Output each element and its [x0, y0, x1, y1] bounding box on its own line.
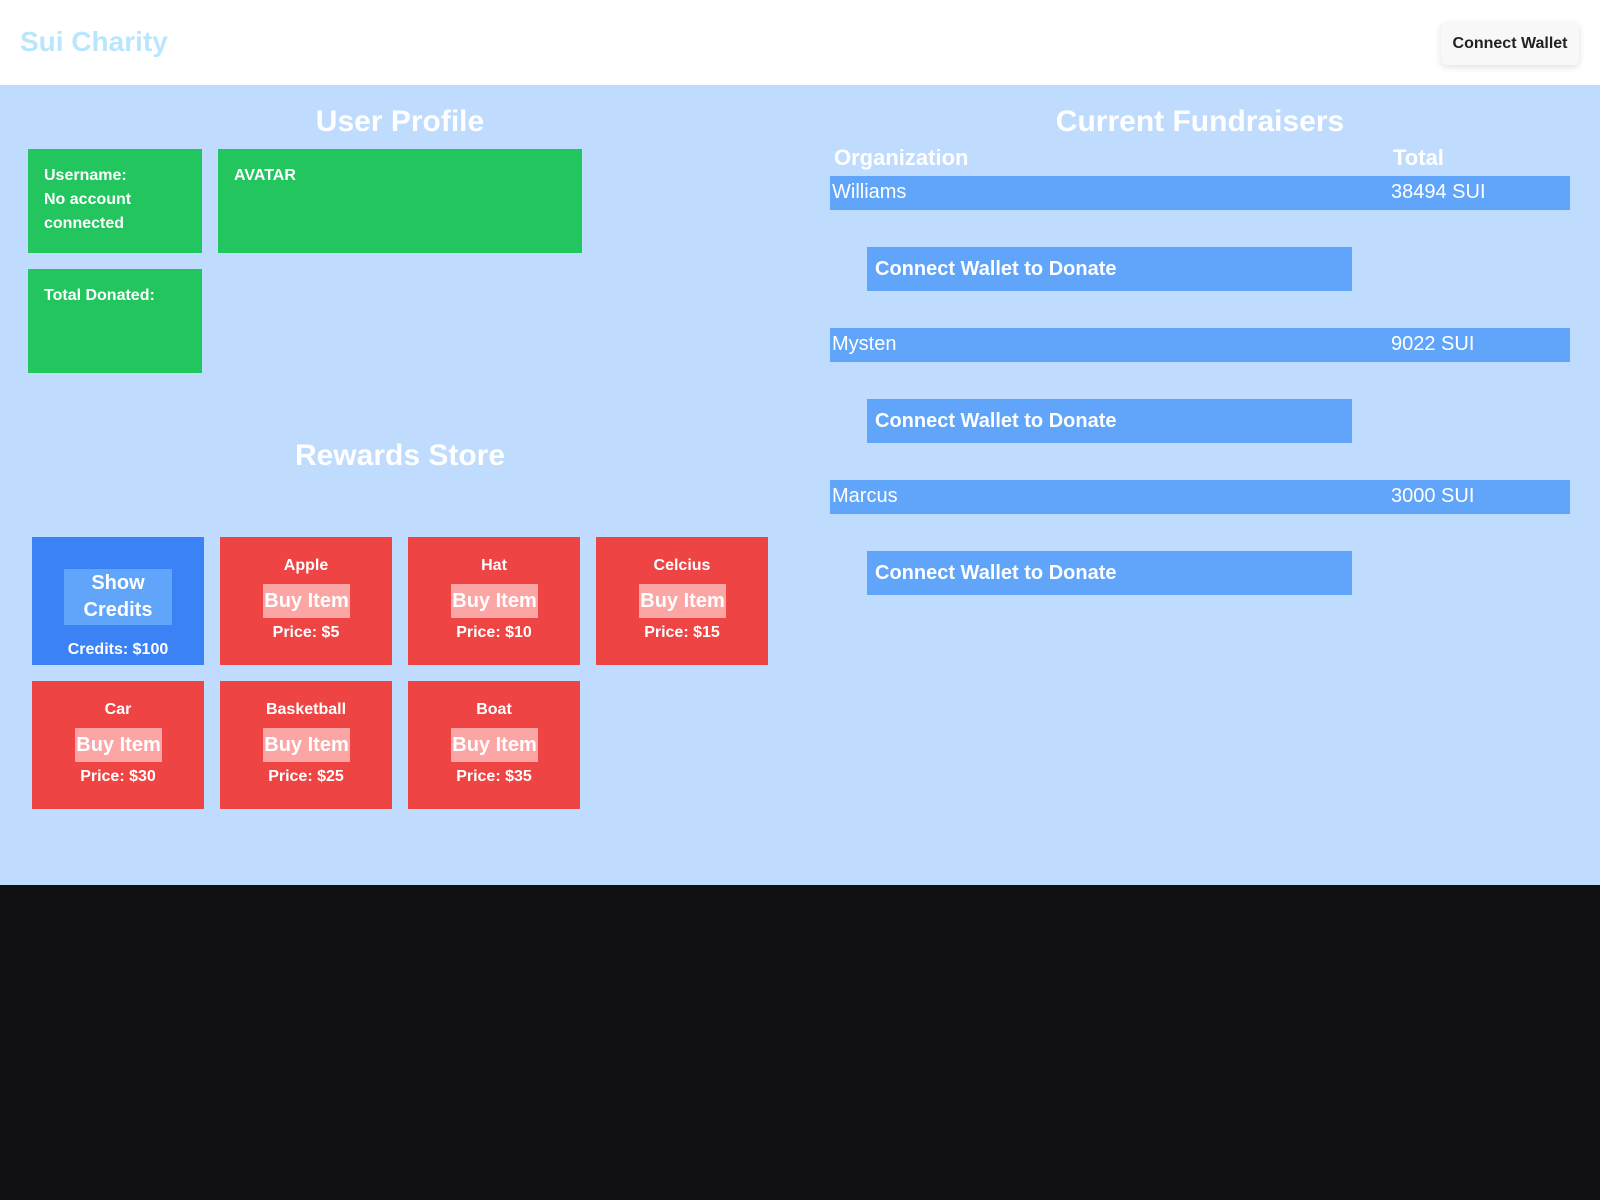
connect-wallet-button[interactable]: Connect Wallet — [1441, 22, 1579, 65]
buy-item-button[interactable]: Buy Item — [263, 584, 350, 618]
show-credits-button[interactable]: Show Credits — [64, 569, 172, 625]
avatar-card: AVATAR — [218, 149, 582, 253]
store-item-price: Price: $30 — [80, 768, 156, 785]
user-profile-title: User Profile — [315, 105, 485, 138]
store-item-price: Price: $5 — [272, 624, 340, 641]
store-item-price: Price: $10 — [456, 624, 532, 641]
fundraiser-total: 38494 SUI — [1391, 181, 1486, 203]
rewards-store-title: Rewards Store — [294, 439, 506, 472]
total-donated-card: Total Donated: — [28, 269, 202, 373]
fundraiser-row: Mysten 9022 SUI — [830, 328, 1570, 362]
buy-item-button[interactable]: Buy Item — [639, 584, 726, 618]
donate-button[interactable]: Connect Wallet to Donate — [867, 399, 1352, 443]
current-fundraisers-title: Current Fundraisers — [1055, 105, 1345, 138]
brand-logo-text[interactable]: Sui Charity — [20, 26, 168, 57]
buy-item-button[interactable]: Buy Item — [451, 584, 538, 618]
fundraiser-row: Marcus 3000 SUI — [830, 480, 1570, 514]
store-item-card: Hat Buy Item Price: $10 — [408, 537, 580, 665]
store-item-name: Basketball — [265, 701, 347, 718]
column-header-organization: Organization — [834, 145, 969, 170]
avatar-label: AVATAR — [234, 167, 296, 184]
store-item-price: Price: $35 — [456, 768, 532, 785]
store-item-card: Car Buy Item Price: $30 — [32, 681, 204, 809]
store-item-card: Celcius Buy Item Price: $15 — [596, 537, 768, 665]
store-item-price: Price: $25 — [268, 768, 344, 785]
username-label: Username: — [44, 167, 127, 184]
donate-button[interactable]: Connect Wallet to Donate — [867, 551, 1352, 595]
store-item-card: Apple Buy Item Price: $5 — [220, 537, 392, 665]
fundraiser-total: 9022 SUI — [1391, 333, 1475, 355]
footer-area — [0, 885, 1600, 1200]
fundraiser-org: Marcus — [832, 485, 898, 507]
store-item-price: Price: $15 — [644, 624, 720, 641]
store-item-name: Car — [104, 701, 132, 718]
store-item-name: Celcius — [653, 557, 711, 574]
credits-card: Show Credits Credits: $100 — [32, 537, 204, 665]
buy-item-button[interactable]: Buy Item — [75, 728, 162, 762]
username-card: Username: No account connected — [28, 149, 202, 253]
store-item-card: Boat Buy Item Price: $35 — [408, 681, 580, 809]
store-item-card: Basketball Buy Item Price: $25 — [220, 681, 392, 809]
store-item-name: Hat — [481, 557, 507, 574]
fundraiser-row: Williams 38494 SUI — [830, 176, 1570, 210]
credits-amount: Credits: $100 — [67, 641, 169, 658]
store-item-name: Boat — [476, 701, 512, 718]
fundraiser-org: Williams — [832, 181, 907, 203]
store-item-name: Apple — [283, 557, 329, 574]
main-content: User Profile Username: No account connec… — [0, 85, 1600, 885]
buy-item-button[interactable]: Buy Item — [451, 728, 538, 762]
username-value: No account connected — [44, 191, 132, 232]
donate-button[interactable]: Connect Wallet to Donate — [867, 247, 1352, 291]
fundraiser-org: Mysten — [832, 333, 897, 355]
buy-item-button[interactable]: Buy Item — [263, 728, 350, 762]
top-header: Sui Charity Connect Wallet — [0, 0, 1600, 85]
column-header-total: Total — [1393, 145, 1444, 170]
fundraiser-total: 3000 SUI — [1391, 485, 1475, 507]
total-donated-label: Total Donated: — [44, 287, 155, 304]
